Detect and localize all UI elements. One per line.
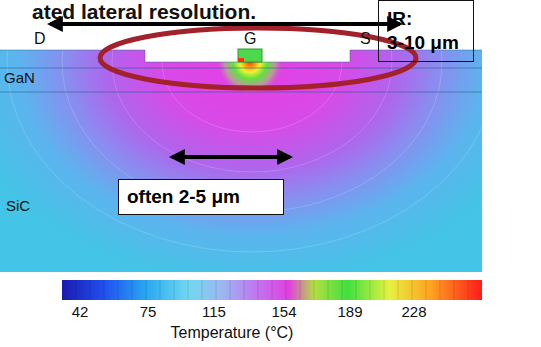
colorbar-step: [160, 280, 161, 300]
ir-resolution-box: IR:3-10 μm: [378, 0, 474, 62]
colorbar-step: [356, 280, 357, 300]
layer-label: GaN: [4, 70, 35, 87]
colorbar-step: [76, 280, 77, 300]
colorbar-step: [314, 280, 315, 300]
raman-resolution-box: often 2-5 μm: [118, 179, 284, 215]
box-text: IR:: [387, 7, 412, 31]
colorbar-step: [370, 280, 371, 300]
substrate-label: SiC: [6, 198, 30, 215]
colorbar-step: [258, 280, 259, 300]
colorbar-tick: 75: [140, 304, 157, 321]
colorbar-tick: 42: [72, 304, 89, 321]
colorbar-step: [104, 280, 105, 300]
source-label: S: [360, 30, 371, 48]
colorbar-tick: 115: [202, 304, 226, 321]
drain-label: D: [34, 30, 46, 48]
colorbar-step: [174, 280, 175, 300]
colorbar-title: Temperature (°C): [171, 324, 294, 342]
colorbar-tick: 228: [401, 304, 426, 321]
cut-heading: ated lateral resolution.: [32, 0, 256, 23]
box-text: 3-10 μm: [387, 31, 459, 55]
colorbar-step: [188, 280, 189, 300]
colorbar-step: [118, 280, 119, 300]
colorbar-step: [468, 280, 469, 300]
colorbar-step: [146, 280, 147, 300]
colorbar-step: [230, 280, 231, 300]
box-text: often 2-5 μm: [127, 185, 240, 209]
colorbar-tick: 189: [337, 304, 362, 321]
colorbar-step: [426, 280, 427, 300]
colorbar-step: [398, 280, 399, 300]
colorbar-step: [90, 280, 91, 300]
colorbar-step: [132, 280, 133, 300]
colorbar-step: [384, 280, 385, 300]
colorbar-step: [328, 280, 329, 300]
colorbar-step: [272, 280, 273, 300]
colorbar-step: [440, 280, 441, 300]
colorbar-step: [286, 280, 287, 300]
colorbar-step: [412, 280, 413, 300]
colorbar-step: [244, 280, 245, 300]
colorbar-step: [342, 280, 343, 300]
colorbar-step: [216, 280, 217, 300]
colorbar-step: [202, 280, 203, 300]
gate-label: G: [244, 30, 256, 48]
colorbar-step: [300, 280, 301, 300]
colorbar-tick: 154: [271, 304, 296, 321]
colorbar-step: [454, 280, 455, 300]
